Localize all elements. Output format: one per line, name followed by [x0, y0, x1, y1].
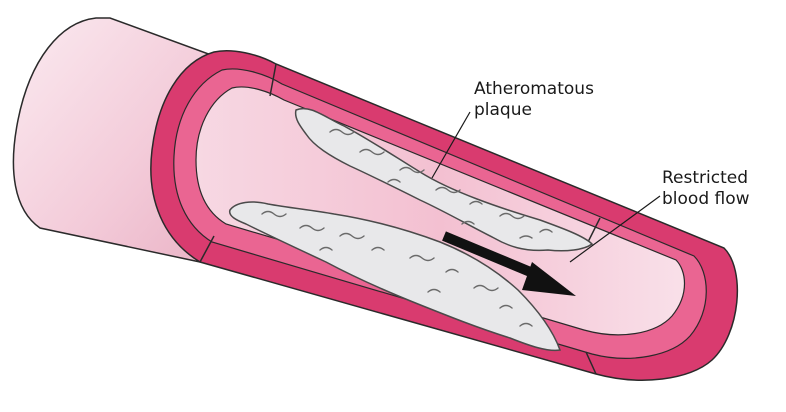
flow-label-line-1: Restricted [662, 168, 750, 189]
atheromatous-plaque-label: Atheromatous plaque [474, 79, 594, 121]
restricted-blood-flow-label: Restricted blood flow [662, 168, 750, 210]
flow-label-line-2: blood flow [662, 189, 750, 210]
plaque-label-line-2: plaque [474, 100, 594, 121]
plaque-label-line-1: Atheromatous [474, 79, 594, 100]
